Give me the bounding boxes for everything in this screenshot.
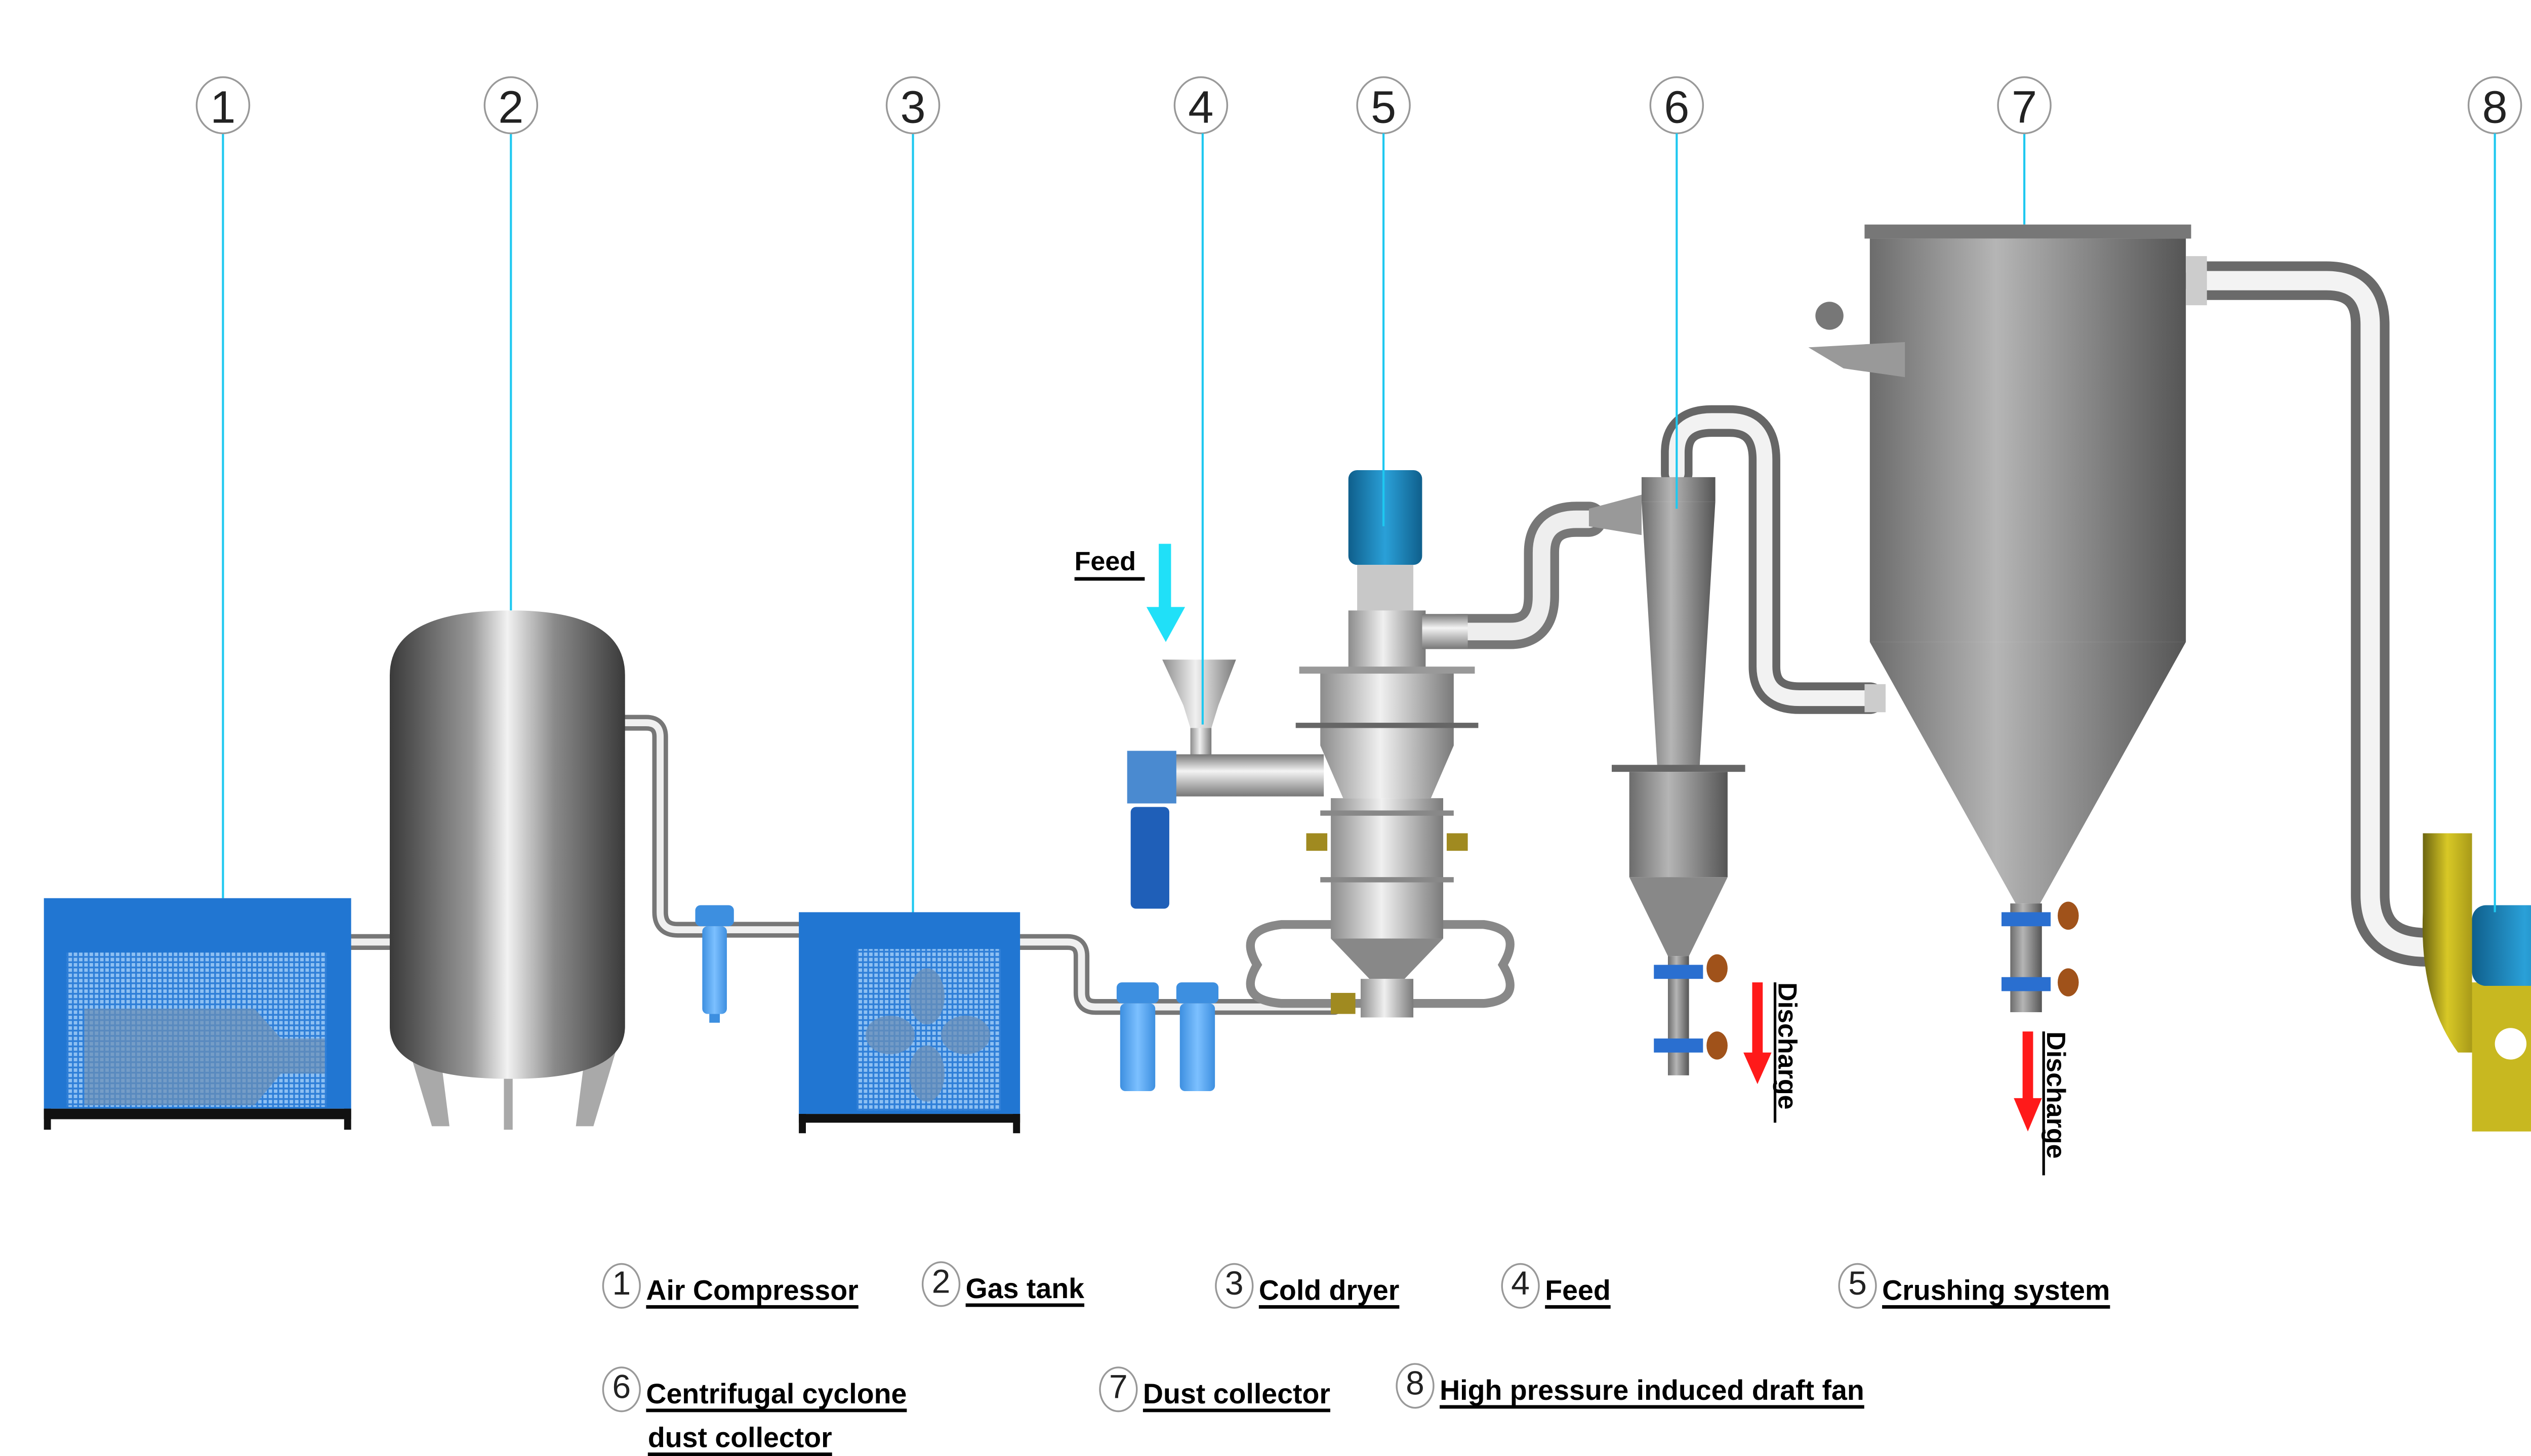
- callout-6: 6: [1649, 76, 1704, 135]
- twin-filters: [1116, 982, 1219, 1092]
- cyclone: [1588, 133, 1745, 1075]
- legend-number: 5: [1838, 1263, 1877, 1309]
- callout-2: 2: [483, 76, 539, 611]
- legend-label: Cold dryer: [1258, 1277, 1400, 1307]
- fan-motor: [2472, 905, 2531, 986]
- legend-item-1: 1 Air Compressor: [602, 1263, 859, 1309]
- callout-number: 3: [900, 82, 925, 133]
- callout-circle: [1173, 76, 1229, 135]
- callout-circle: [1997, 76, 2052, 135]
- callout-5: 5: [1356, 76, 1411, 135]
- legend-number: 6: [602, 1366, 641, 1412]
- callout-number: 2: [498, 82, 523, 133]
- crushing-system: [1246, 133, 1515, 1018]
- crusher-motor: [1348, 470, 1422, 565]
- legend-label: Crushing system: [1882, 1277, 2110, 1307]
- screw-feeder-tube: [1172, 754, 1324, 797]
- discharge-arrow-cyclone: [1743, 982, 1772, 1085]
- callout-circle: [195, 76, 251, 135]
- fan-blades: [865, 968, 991, 1102]
- callout-number: 8: [2482, 82, 2508, 133]
- legend-label: High pressure induced draft fan: [1440, 1377, 1864, 1407]
- legend-label: Gas tank: [965, 1275, 1085, 1305]
- air-pipes: [343, 261, 2446, 1015]
- callout-number: 5: [1371, 82, 1396, 133]
- callout-number: 4: [1188, 82, 1213, 133]
- cold-dryer: [799, 912, 1020, 1134]
- legend-item-2: 2 Gas tank: [921, 1261, 1085, 1307]
- feed-arrow-icon: [1146, 607, 1186, 642]
- callout-7: 7: [1997, 76, 2052, 225]
- legend-label: Air Compressor: [646, 1277, 859, 1307]
- dust-collector: [1808, 224, 2207, 1013]
- discharge-label-collector: Discharge: [2041, 1031, 2070, 1158]
- legend-number: 4: [1501, 1263, 1540, 1309]
- discharge-label-cyclone: Discharge: [1772, 982, 1802, 1109]
- discharge-arrow-collector: [2014, 1031, 2042, 1132]
- callout-number: 6: [1664, 82, 1689, 133]
- feeder-gearbox: [1127, 751, 1176, 804]
- legend-label: Centrifugal cyclone: [646, 1380, 907, 1410]
- callout-4: 4: [1173, 76, 1229, 135]
- legend-label: Dust collector: [1142, 1380, 1330, 1410]
- callout-number: 1: [210, 82, 235, 133]
- feed-assembly: [1127, 133, 1324, 909]
- callout-circle: [885, 76, 941, 135]
- legend-item-8: 8 High pressure induced draft fan: [1396, 1363, 1864, 1409]
- legend-item-6: 6 Centrifugal cyclone: [602, 1366, 907, 1412]
- legend-number: 2: [921, 1261, 961, 1307]
- callout-3: 3: [885, 76, 941, 912]
- feed-label: Feed: [1075, 547, 1136, 576]
- gas-tank: [389, 610, 625, 1130]
- legend-item-3: 3 Cold dryer: [1215, 1263, 1399, 1309]
- legend-number: 7: [1099, 1366, 1138, 1412]
- callout-8: 8: [2467, 76, 2522, 135]
- discharge-arrow-icon: [1743, 1052, 1772, 1085]
- legend-item-5: 5 Crushing system: [1838, 1263, 2110, 1309]
- legend-item-4: 4 Feed: [1501, 1263, 1611, 1309]
- inline-filter: [695, 905, 734, 1023]
- legend-item-7: 7 Dust collector: [1099, 1366, 1330, 1412]
- callout-number: 7: [2012, 82, 2037, 133]
- feed-hopper: [1162, 659, 1236, 728]
- legend-item-6-line2: dust collector: [647, 1424, 832, 1454]
- air-compressor: [44, 898, 351, 1130]
- feeder-motor: [1130, 807, 1169, 909]
- callout-circle: [483, 76, 539, 135]
- legend-label: Feed: [1545, 1277, 1611, 1307]
- feed-arrow-shaft: [1159, 544, 1171, 611]
- callout-1: 1: [195, 76, 251, 898]
- induced-draft-fan: [2422, 133, 2531, 1132]
- legend-number: 1: [602, 1263, 641, 1309]
- discharge-arrow-icon: [2014, 1098, 2042, 1132]
- legend-number: 3: [1215, 1263, 1254, 1309]
- legend-number: 8: [1396, 1363, 1435, 1409]
